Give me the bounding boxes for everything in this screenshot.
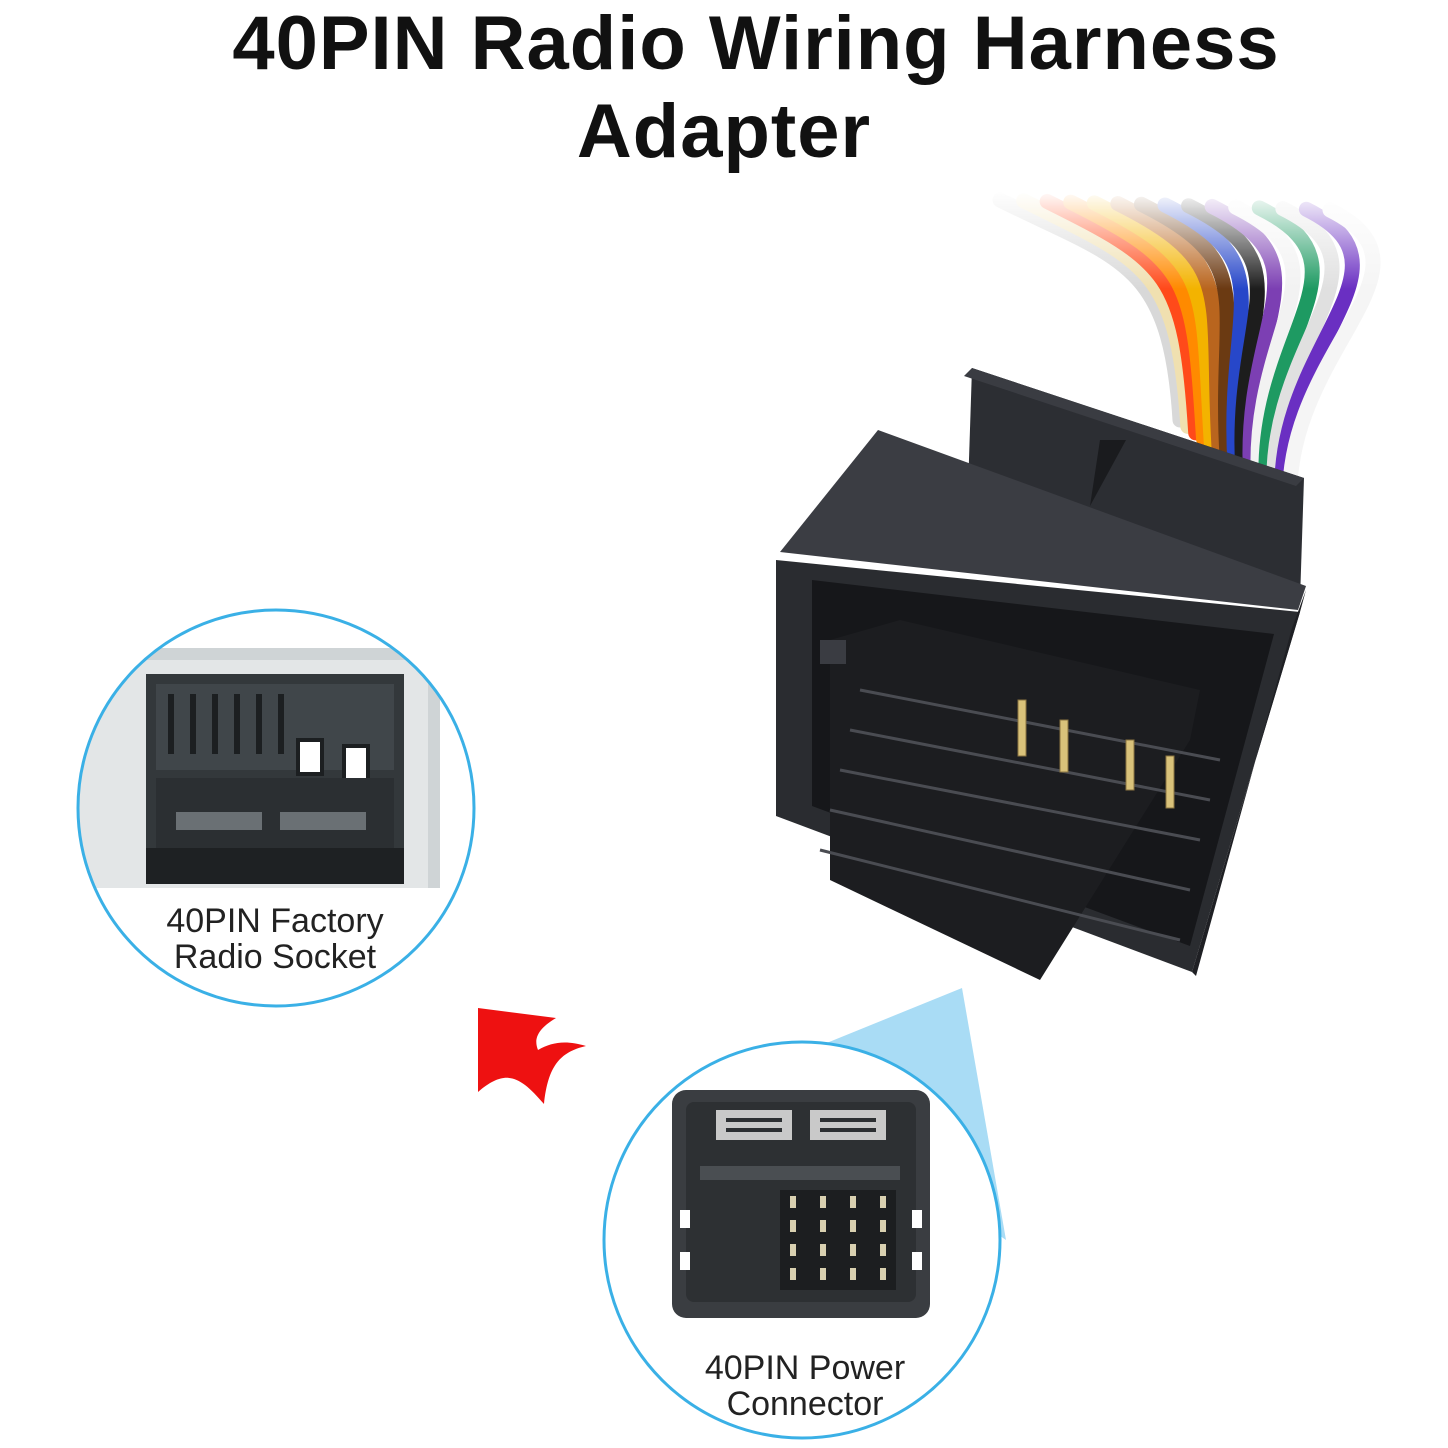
callout-label-factory-socket: 40PIN Factory Radio Socket [130,903,420,975]
red-curved-arrow-icon [478,1008,586,1104]
page-title: 40PIN Radio Wiring Harness Adapter [0,0,1448,176]
page-title-line-1: 40PIN Radio Wiring Harness [232,1,1280,86]
callout-label-power-line-1: 40PIN Power [704,1349,906,1387]
harness-connector [776,368,1306,980]
callout-label-power-line-2: Connector [726,1385,884,1423]
page-title-line-2: Adapter [576,89,872,174]
callout-power-connector [602,1040,1002,1440]
callout-label-power-connector: 40PIN Power Connector [650,1350,960,1422]
callout-label-socket-line-1: 40PIN Factory [166,902,384,940]
callout-label-socket-line-2: Radio Socket [173,938,377,976]
wire-fade-overlay [980,190,1400,410]
callout-factory-socket [76,608,476,1008]
